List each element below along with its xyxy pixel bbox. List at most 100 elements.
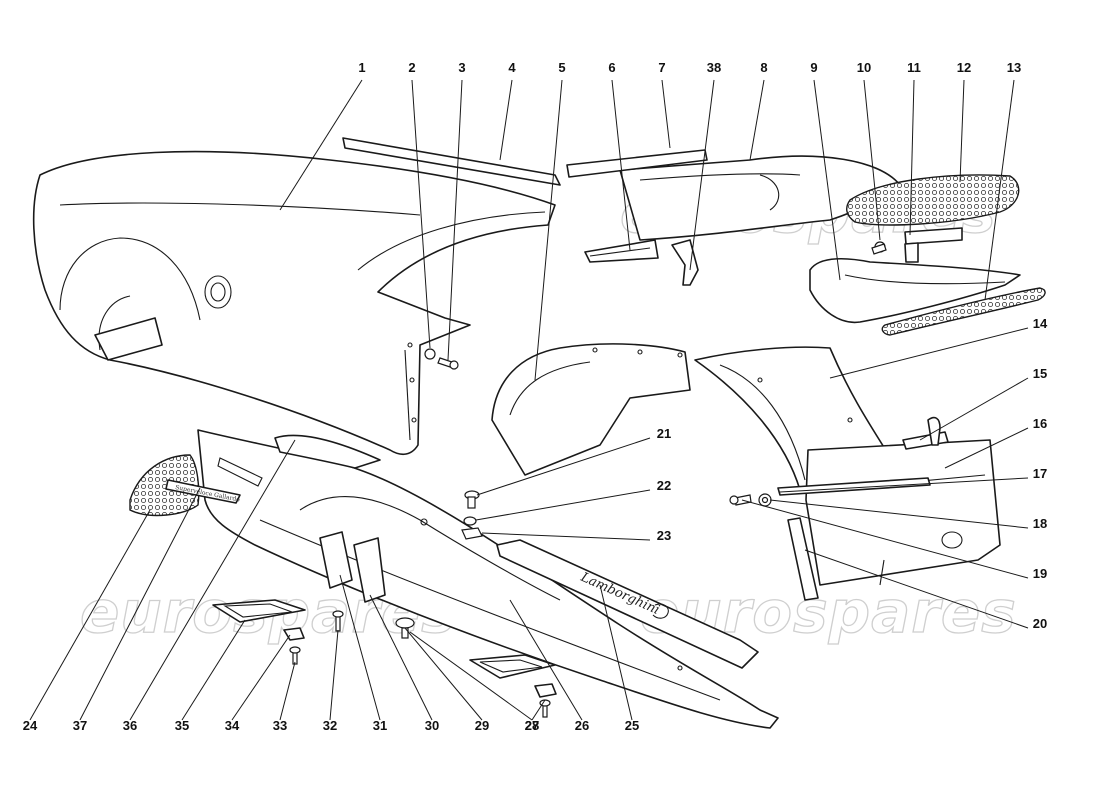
callout-number: 31	[373, 718, 387, 733]
intake-mesh-strip	[881, 287, 1046, 336]
fastener-20	[729, 494, 752, 506]
leader-line	[329, 629, 339, 721]
washer	[424, 348, 436, 360]
screw-32	[289, 646, 301, 665]
leader-line	[279, 661, 296, 721]
leader-line	[863, 79, 881, 241]
gasket-strip	[787, 517, 819, 601]
clip-pair	[902, 416, 949, 450]
nut-24	[461, 527, 483, 540]
callout-number: 33	[273, 718, 287, 733]
callout-number: 20	[1033, 616, 1047, 631]
leader-line	[534, 79, 563, 381]
leader-line	[804, 549, 1029, 629]
leader-line	[129, 439, 296, 721]
leader-line	[779, 477, 1029, 493]
leader-line	[909, 79, 915, 236]
callout-number: 36	[123, 718, 137, 733]
callout-number: 34	[225, 718, 240, 733]
leader-line	[411, 79, 431, 349]
leader-line	[531, 699, 546, 721]
callout-number: 26	[575, 718, 589, 733]
leader-line	[481, 532, 651, 541]
callout-number: 22	[657, 478, 671, 493]
callout-number: 5	[558, 60, 565, 75]
leader-line	[661, 79, 671, 149]
leader-line	[813, 79, 841, 281]
callout-number: 18	[1033, 516, 1047, 531]
leader-line	[181, 619, 246, 721]
leader-line	[509, 599, 583, 721]
mounting-bracket	[671, 239, 699, 286]
bolt-22	[464, 490, 480, 509]
callout-number: 16	[1033, 416, 1047, 431]
side-sill	[197, 429, 779, 729]
leader-line	[279, 79, 363, 211]
trim-strip	[342, 137, 561, 186]
leader-line	[339, 574, 381, 721]
callout-number: 19	[1033, 566, 1047, 581]
leader-line	[447, 79, 463, 361]
callout-number: 6	[608, 60, 615, 75]
access-tray-34	[212, 599, 306, 623]
callout-number: 12	[957, 60, 971, 75]
callout-number: 27	[525, 718, 539, 733]
fastener-19	[758, 493, 772, 507]
callout-number: 37	[73, 718, 87, 733]
leader-line	[689, 79, 715, 271]
cover-plate-30	[319, 531, 353, 589]
leader-line	[499, 79, 513, 161]
callout-number: 8	[760, 60, 767, 75]
leader-line	[769, 499, 1029, 529]
leader-line	[944, 427, 1029, 469]
screw	[437, 357, 459, 370]
callout-number: 35	[175, 718, 189, 733]
leader-line	[404, 627, 483, 721]
cover-plate-29	[353, 537, 386, 603]
bracket	[584, 239, 659, 263]
callout-number: 2	[408, 60, 415, 75]
side-panel-rear	[805, 439, 1001, 586]
leader-line	[475, 489, 651, 521]
callout-number: 32	[323, 718, 337, 733]
bracket-18	[777, 477, 931, 496]
callout-number: 30	[425, 718, 439, 733]
callout-number: 24	[23, 718, 38, 733]
callout-number: 9	[810, 60, 817, 75]
leader-line	[611, 79, 631, 251]
callout-number: 17	[1033, 466, 1047, 481]
leader-line	[749, 79, 765, 161]
side-intake-mesh	[129, 454, 200, 517]
callout-number: 15	[1033, 366, 1047, 381]
callout-number: 14	[1033, 316, 1048, 331]
callout-number: 21	[657, 426, 671, 441]
leader-line	[599, 584, 633, 721]
leader-line	[231, 634, 291, 721]
rear-fender-panel	[32, 150, 556, 456]
callout-number: 11	[907, 60, 921, 75]
leader-line	[29, 509, 151, 721]
washer-23	[463, 516, 477, 526]
wheel-arch-liner-front	[491, 343, 691, 476]
leader-line	[984, 79, 1015, 301]
leader-lines	[29, 79, 1029, 721]
bolt	[871, 241, 887, 255]
callout-number: 7	[658, 60, 665, 75]
leader-line	[829, 327, 1029, 379]
leader-line	[959, 79, 965, 183]
leader-line	[409, 631, 533, 721]
callout-number: 38	[707, 60, 721, 75]
leader-line	[79, 487, 201, 721]
callout-number: 3	[458, 60, 465, 75]
mounting-plate	[904, 227, 963, 263]
callout-number: 25	[625, 718, 639, 733]
air-scoop	[809, 257, 1021, 324]
callout-number: 23	[657, 528, 671, 543]
engine-cover-panel	[619, 155, 901, 241]
side-sill-front-section	[274, 434, 381, 469]
callout-number: 13	[1007, 60, 1021, 75]
leader-line	[476, 437, 651, 496]
